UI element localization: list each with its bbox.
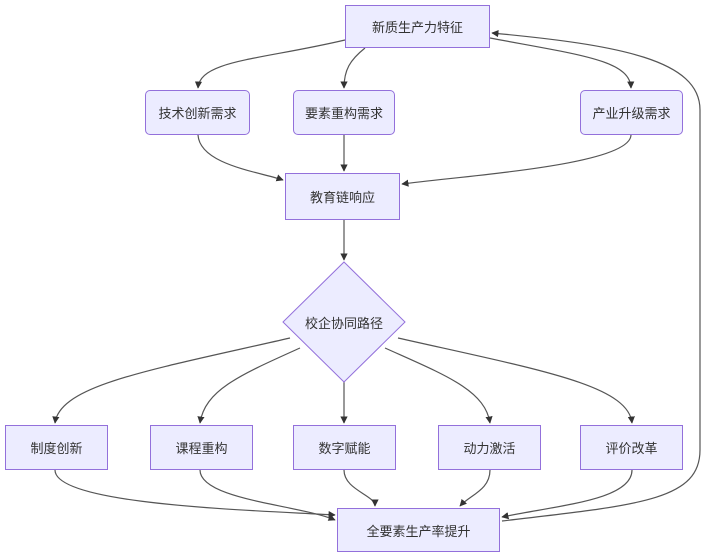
node-digital-empowerment[interactable]: 数字赋能 (293, 425, 396, 470)
node-label: 课程重构 (175, 442, 228, 457)
node-label: 校企协同路径 (304, 317, 383, 332)
node-new-quality-productivity[interactable]: 新质生产力特征 (345, 5, 490, 48)
edge-tfp-to-top (491, 30, 701, 522)
node-label: 评价改革 (605, 442, 658, 457)
node-factor-restructure-demand[interactable]: 要素重构需求 (293, 90, 395, 135)
node-label: 动力激活 (463, 442, 516, 457)
node-label: 产业升级需求 (592, 107, 671, 122)
node-label: 要素重构需求 (304, 107, 383, 122)
edge-path-to-eval (397, 337, 635, 424)
node-total-factor-productivity[interactable]: 全要素生产率提升 (337, 508, 500, 552)
edge-eval-to-tfp (501, 469, 633, 520)
edge-top-to-tech (194, 39, 346, 89)
node-motivation-activation[interactable]: 动力激活 (438, 425, 541, 470)
node-label: 技术创新需求 (158, 107, 237, 122)
edge-tech-to-edu (197, 134, 284, 182)
decision-node-shape (282, 261, 406, 383)
node-education-chain-response[interactable]: 教育链响应 (285, 173, 400, 220)
node-evaluation-reform[interactable]: 评价改革 (580, 425, 683, 470)
edge-path-to-course (197, 347, 301, 424)
edge-top-to-industry (489, 37, 635, 89)
node-label: 全要素生产率提升 (366, 524, 471, 540)
node-label: 新质生产力特征 (371, 21, 463, 36)
edge-digital-to-tfp (343, 469, 379, 507)
node-label: 制度创新 (30, 442, 83, 457)
edge-power-to-tfp (459, 469, 491, 507)
node-curriculum-restructure[interactable]: 课程重构 (150, 425, 253, 470)
edge-course-to-tfp (199, 469, 336, 521)
node-tech-innovation-demand[interactable]: 技术创新需求 (145, 90, 250, 135)
edge-path-to-sys (52, 337, 291, 424)
decision-node-school-enterprise-path[interactable]: 校企协同路径 (284, 313, 404, 332)
edge-top-to-factor (340, 47, 366, 89)
edge-sys-to-tfp (54, 469, 336, 519)
node-label: 数字赋能 (318, 442, 371, 457)
node-label: 教育链响应 (309, 191, 375, 206)
edge-industry-to-edu (401, 134, 632, 187)
node-institutional-innovation[interactable]: 制度创新 (5, 425, 108, 470)
node-industry-upgrade-demand[interactable]: 产业升级需求 (580, 90, 683, 135)
edge-path-to-power (384, 347, 493, 424)
